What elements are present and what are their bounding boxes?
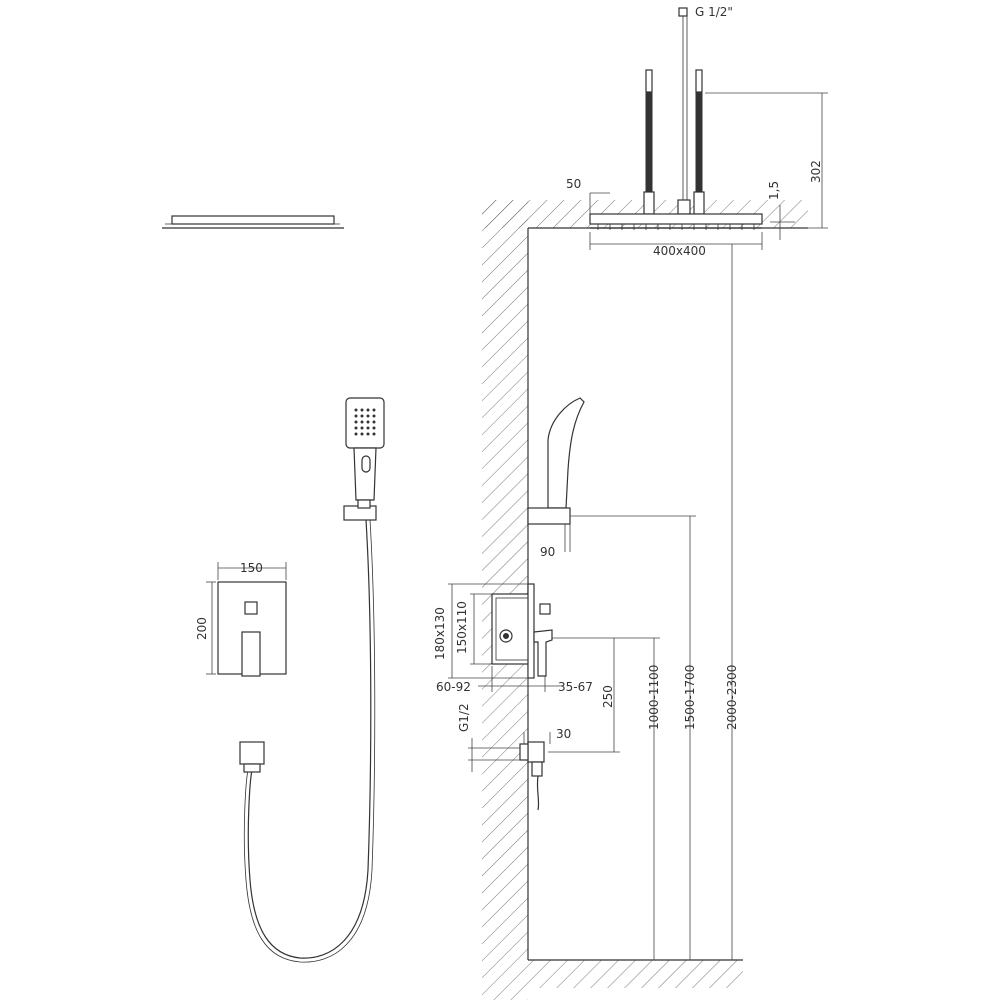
plate-thickness-label: 1,5 xyxy=(767,181,781,200)
diverter-button xyxy=(244,601,258,615)
offset-50-label: 50 xyxy=(566,177,581,191)
rod-right xyxy=(695,91,703,193)
wall-outlet-front xyxy=(239,741,265,765)
outlet-30-label: 30 xyxy=(556,727,571,741)
hand-shower-side-icon xyxy=(547,397,585,509)
rod-cap-right xyxy=(695,69,703,93)
arm-height-label: 302 xyxy=(809,160,823,183)
rain-head-plate xyxy=(589,213,763,225)
dim-offset-50: 50 xyxy=(566,177,610,214)
mixer-front-view: 150 200 xyxy=(195,561,287,677)
shower-hose xyxy=(247,519,372,959)
rod-left xyxy=(645,91,653,193)
concealed-box: 180x130 150x110 60-92 35-67 xyxy=(433,583,593,694)
dim-plate-thickness: 1,5 xyxy=(767,181,795,240)
mixer-height-label: 200 xyxy=(195,617,209,640)
box-inner-label: 150x110 xyxy=(455,601,469,654)
dim-head-size: 400x400 xyxy=(589,232,763,258)
ceiling-rain-head xyxy=(589,7,763,230)
box-outer-label: 180x130 xyxy=(433,607,447,660)
dim-arm-height: 302 xyxy=(705,92,828,229)
height-dimensions: 250 1000-1100 1500-1700 2000-2300 xyxy=(548,244,739,960)
thread-g12-label: G1/2 xyxy=(457,703,471,732)
depth-range-label: 60-92 xyxy=(436,680,471,694)
spray-nozzles xyxy=(354,408,376,436)
hand-shower-side: 90 xyxy=(527,397,585,559)
mixer-lever-side xyxy=(533,629,553,677)
holder-height-range-label: 1500-1700 xyxy=(683,665,697,730)
rod-cap-left xyxy=(645,69,653,93)
mixer-width-label: 150 xyxy=(240,561,263,575)
projection-range-label: 35-67 xyxy=(558,680,593,694)
nozzle-row xyxy=(597,224,755,230)
thread-connector-icon xyxy=(678,7,688,17)
head-height-range-label: 2000-2300 xyxy=(725,665,739,730)
inlet-to-mixer-label: 250 xyxy=(601,685,615,708)
hand-shower-head-icon xyxy=(345,397,385,449)
mixer-lever xyxy=(241,631,261,677)
hand-holder-side xyxy=(527,507,571,525)
cover-plate-side xyxy=(527,583,535,679)
rain-head-front-view xyxy=(162,215,344,229)
hand-shower-front xyxy=(239,397,385,963)
head-size-label: 400x400 xyxy=(653,244,706,258)
mixer-height-range-label: 1000-1100 xyxy=(647,665,661,730)
wall-outlet-side: 30 G1/2 xyxy=(457,703,571,811)
holder-depth-label: 90 xyxy=(540,545,555,559)
box-body xyxy=(491,593,531,665)
thread-top-label: G 1/2" xyxy=(695,5,733,19)
floor-hatch xyxy=(528,960,743,988)
room-space xyxy=(528,228,808,960)
